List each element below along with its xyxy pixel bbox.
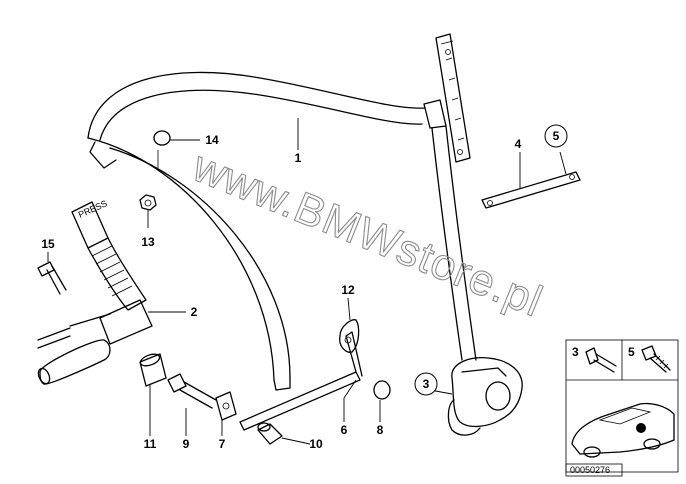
- anchor-bar: [481, 171, 581, 209]
- spacer-10: [257, 422, 283, 445]
- callout-label-10: 10: [309, 437, 323, 451]
- callout-label-8: 8: [377, 423, 384, 437]
- sleeve-11: [139, 353, 167, 387]
- belt-webbing: [87, 71, 477, 391]
- callout-label-11: 11: [144, 437, 157, 451]
- car-silhouette-icon: [571, 402, 675, 458]
- bolt-9: [167, 373, 217, 409]
- inset-label-3: 3: [572, 345, 579, 359]
- callout-label-13: 13: [141, 235, 155, 249]
- callout-label-2: 2: [191, 305, 198, 319]
- cap-14: [153, 130, 171, 168]
- bolt-15: [37, 261, 67, 295]
- buckle-assembly: PRESS: [37, 198, 153, 385]
- inset-screw-icon: [641, 345, 671, 373]
- callout-label-4: 4: [515, 137, 522, 151]
- inset-box: 3 5 00050276: [565, 339, 679, 477]
- callout-label-1: 1: [295, 151, 302, 165]
- height-adjuster-rail: [435, 33, 471, 163]
- inset-bolt-icon: [585, 347, 617, 373]
- callout-label-12: 12: [341, 283, 355, 297]
- callout-circle-3: [414, 372, 438, 396]
- leader-lines: [47, 118, 567, 445]
- cover-12: [339, 319, 360, 353]
- callout-label-14: 14: [205, 133, 219, 147]
- belt-retractor: [447, 357, 523, 436]
- lever-6: [239, 331, 363, 431]
- watermark: www.BMWstore.pl: [185, 141, 549, 326]
- buckle-press-text: PRESS: [77, 198, 109, 220]
- location-marker-icon: [636, 423, 646, 433]
- callout-label-6: 6: [341, 423, 348, 437]
- inset-label-5: 5: [628, 345, 635, 359]
- callout-label-5: 5: [553, 129, 560, 143]
- callout-circle-5: [544, 124, 568, 148]
- callout-label-7: 7: [219, 437, 226, 451]
- callout-label-3: 3: [423, 377, 430, 391]
- washer-7: [215, 391, 237, 421]
- nut-8: [373, 380, 391, 400]
- reference-number: 00050276: [570, 465, 610, 475]
- nut-13: [139, 194, 157, 211]
- callout-label-9: 9: [183, 437, 190, 451]
- callout-label-15: 15: [41, 237, 55, 251]
